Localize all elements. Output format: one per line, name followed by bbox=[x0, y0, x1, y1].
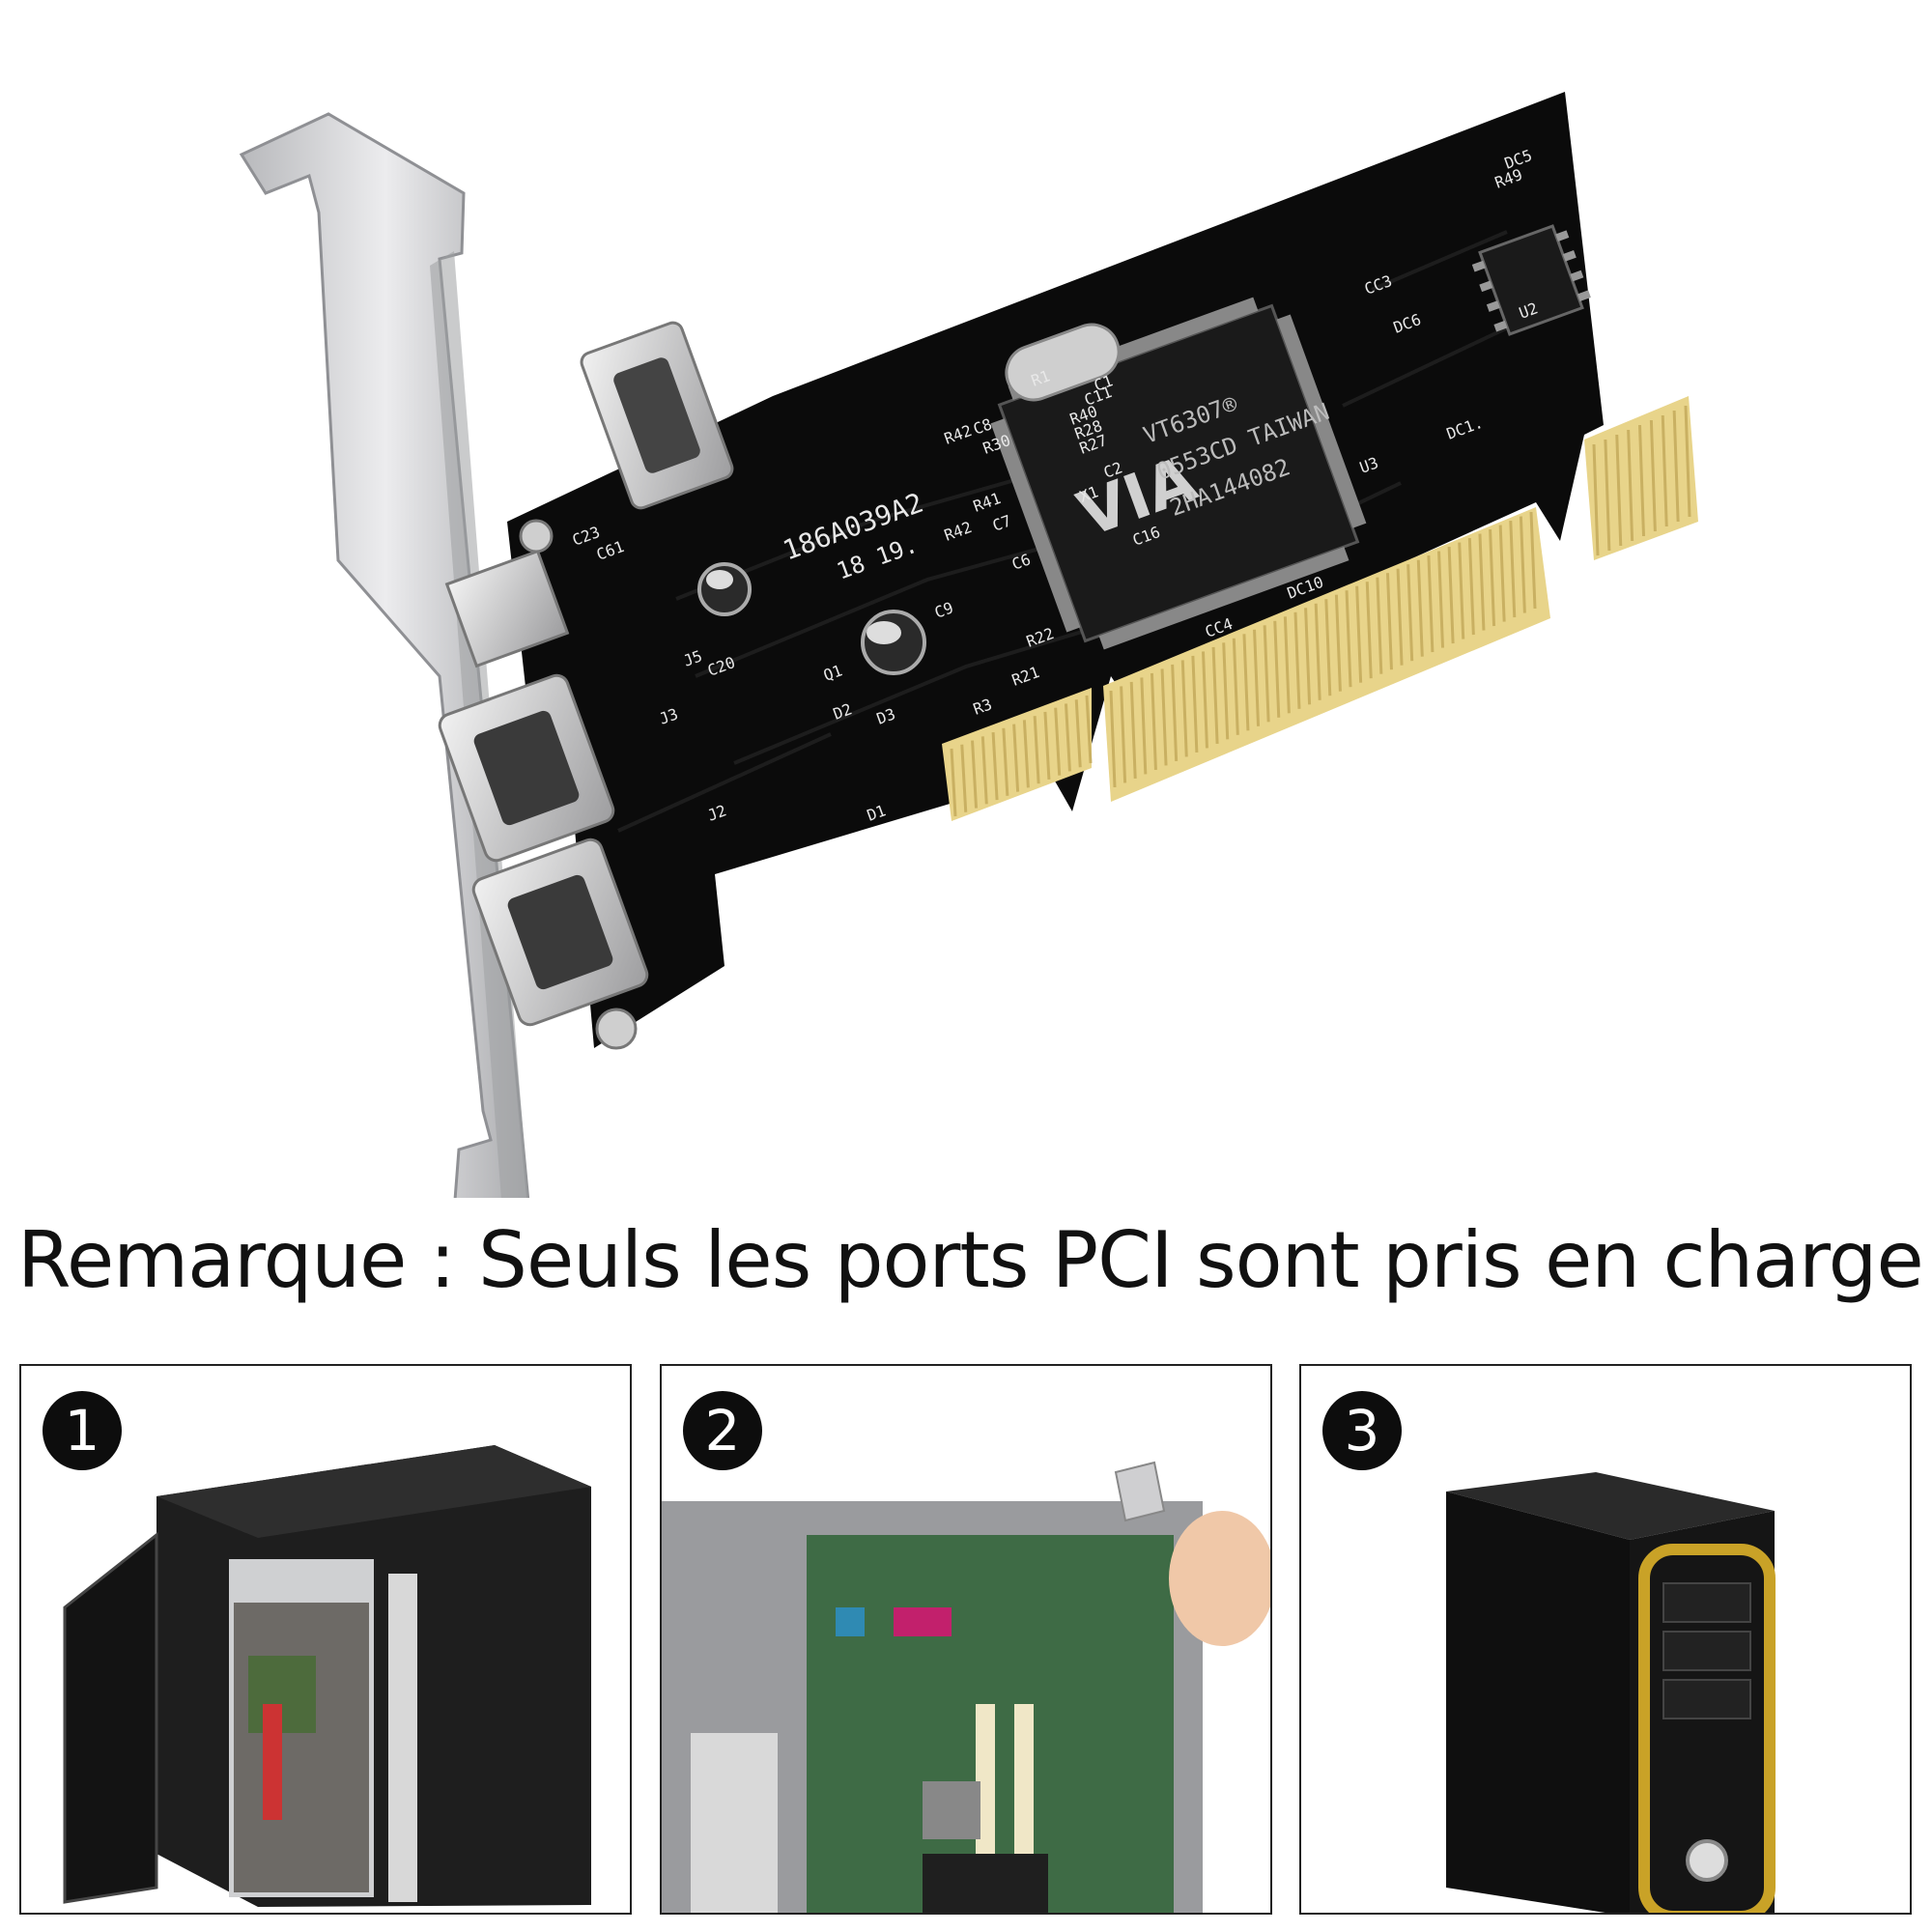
step-2-badge: 2 bbox=[683, 1391, 762, 1470]
gold-finger bbox=[1043, 711, 1051, 781]
gold-finger bbox=[1478, 533, 1486, 631]
gold-finger bbox=[1263, 625, 1270, 723]
gold-finger bbox=[1467, 538, 1475, 636]
gold-finger bbox=[1489, 528, 1496, 627]
gold-finger bbox=[1416, 559, 1424, 657]
gold-finger bbox=[1447, 547, 1455, 644]
gold-finger bbox=[1012, 724, 1020, 792]
gold-finger bbox=[1201, 651, 1208, 749]
gold-finger bbox=[1191, 655, 1199, 753]
gold-finger bbox=[1649, 419, 1657, 532]
gold-finger bbox=[1355, 585, 1363, 683]
gold-finger bbox=[1211, 646, 1219, 744]
gold-finger bbox=[1396, 568, 1404, 666]
gold-finger bbox=[1385, 573, 1393, 670]
closed-pc-tower-image bbox=[1446, 1472, 1776, 1913]
gold-finger bbox=[1638, 424, 1645, 537]
gold-finger bbox=[1314, 603, 1321, 700]
crystal-oscillator bbox=[1005, 323, 1121, 402]
gold-finger bbox=[1180, 660, 1188, 757]
gold-finger bbox=[1171, 664, 1179, 761]
step-3-badge: 3 bbox=[1322, 1391, 1402, 1470]
gold-finger bbox=[1002, 727, 1009, 796]
gold-finger bbox=[1627, 429, 1634, 542]
gold-finger bbox=[1684, 405, 1691, 518]
gold-finger bbox=[1498, 525, 1506, 622]
firewire-port-internal-top bbox=[580, 321, 734, 510]
firewire-port-external-2 bbox=[471, 838, 649, 1027]
gold-finger bbox=[1150, 672, 1157, 771]
gold-finger bbox=[1615, 434, 1623, 547]
gold-finger bbox=[991, 731, 999, 801]
via-controller-chip: VIA VT6307® 0553CD TAIWAN 2HA144082 bbox=[990, 297, 1367, 650]
bracket-screw bbox=[595, 1008, 638, 1050]
gold-finger bbox=[1064, 703, 1071, 772]
gold-finger bbox=[1253, 629, 1261, 726]
firewire-port-internal bbox=[444, 549, 570, 668]
step-1-badge: 1 bbox=[43, 1391, 122, 1470]
gold-finger bbox=[1054, 707, 1062, 776]
gold-finger bbox=[1458, 542, 1465, 639]
eeprom-chip-u2 bbox=[1471, 224, 1591, 336]
gold-finger bbox=[1140, 677, 1148, 775]
gold-finger bbox=[1120, 686, 1127, 783]
gold-finger bbox=[1085, 695, 1093, 764]
gold-finger bbox=[1509, 520, 1517, 618]
electrolytic-capacitor bbox=[697, 562, 752, 616]
firewire-port-external-1 bbox=[438, 673, 615, 863]
gold-finger bbox=[1661, 414, 1668, 527]
gold-finger bbox=[960, 744, 968, 812]
gold-finger bbox=[980, 736, 988, 805]
gold-finger bbox=[1304, 608, 1312, 705]
gold-finger bbox=[1022, 720, 1030, 788]
gold-finger bbox=[1283, 616, 1291, 714]
gold-finger bbox=[1324, 599, 1332, 696]
gold-finger bbox=[1074, 699, 1082, 768]
gold-finger bbox=[1592, 443, 1600, 556]
gold-finger bbox=[1109, 690, 1117, 788]
gold-finger bbox=[1529, 511, 1537, 610]
gold-finger bbox=[1604, 439, 1611, 552]
gold-finger bbox=[1129, 681, 1137, 780]
gold-finger bbox=[1437, 551, 1445, 648]
gold-finger bbox=[1427, 555, 1435, 653]
electrolytic-capacitor bbox=[861, 610, 926, 675]
step-3-panel: 3 bbox=[1299, 1364, 1912, 1915]
gold-finger bbox=[1232, 638, 1239, 735]
pci-firewire-card-illustration: VIA VT6307® 0553CD TAIWAN 2HA144082 bbox=[239, 92, 1698, 1198]
gold-finger bbox=[1293, 611, 1301, 709]
pci-edge-connector bbox=[942, 396, 1698, 821]
gold-finger bbox=[950, 748, 957, 817]
step-1-panel: 1 bbox=[19, 1364, 632, 1915]
gold-finger bbox=[1160, 668, 1168, 766]
gold-finger bbox=[1273, 620, 1281, 718]
gold-finger bbox=[971, 740, 979, 809]
bracket-screw bbox=[519, 519, 554, 554]
gold-finger bbox=[1406, 564, 1414, 662]
gold-finger bbox=[1519, 516, 1526, 613]
gold-finger bbox=[1033, 716, 1040, 784]
gold-finger bbox=[1222, 642, 1230, 740]
gold-finger bbox=[1365, 582, 1373, 679]
gold-finger bbox=[1672, 410, 1680, 523]
install-pci-card-image bbox=[662, 1461, 1270, 1913]
compatibility-note: Remarque : Seuls les ports PCI sont pris… bbox=[17, 1215, 1924, 1305]
gold-finger bbox=[1376, 577, 1383, 674]
gold-finger bbox=[1242, 634, 1250, 731]
gold-finger bbox=[1334, 594, 1342, 692]
step-2-panel: 2 bbox=[660, 1364, 1272, 1915]
open-pc-case-image bbox=[63, 1445, 591, 1907]
gold-finger bbox=[1345, 590, 1352, 688]
